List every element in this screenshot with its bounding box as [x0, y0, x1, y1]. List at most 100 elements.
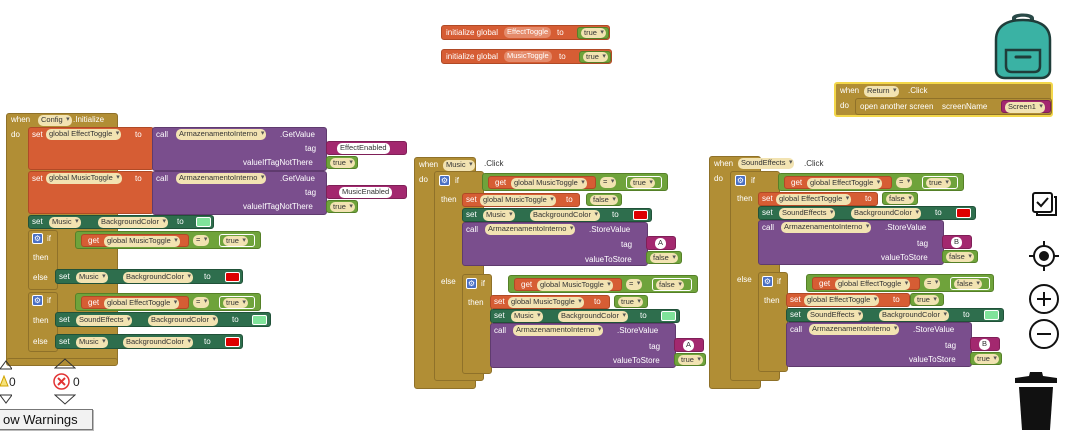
variable-dropdown[interactable]: global MusicToggle — [46, 173, 122, 184]
warning-up-arrow-icon[interactable] — [0, 358, 12, 370]
true-dropdown[interactable]: true — [581, 28, 606, 38]
component-dropdown[interactable]: Music — [76, 272, 108, 283]
operator-dropdown[interactable]: = — [600, 177, 617, 188]
text-value[interactable]: B — [951, 237, 963, 248]
store-component-dropdown[interactable]: ArmazenamentoInterno — [176, 173, 267, 184]
text-value[interactable]: B — [979, 339, 991, 350]
compare-block[interactable]: get global MusicToggle = true — [482, 173, 668, 191]
target-icon[interactable] — [1028, 240, 1060, 272]
set-global-effecttoggle[interactable]: set global EffectToggle to — [758, 192, 878, 206]
text-b[interactable]: B — [970, 337, 1000, 351]
set-sfx-bgcolor[interactable]: set SoundEffects BackgroundColor to — [786, 308, 1004, 322]
get-block[interactable]: get global MusicToggle — [488, 176, 596, 189]
variable-dropdown[interactable]: global MusicToggle — [537, 280, 613, 291]
gear-icon[interactable]: ⚙ — [735, 175, 746, 186]
false-block[interactable]: false — [646, 251, 682, 264]
store-component-dropdown[interactable]: ArmazenamentoInterno — [176, 129, 267, 140]
variable-dropdown[interactable]: global MusicToggle — [480, 195, 556, 206]
text-a[interactable]: A — [646, 236, 676, 250]
true-dropdown[interactable]: true — [583, 52, 608, 62]
component-dropdown[interactable]: Music — [49, 217, 81, 228]
false-dropdown[interactable]: false — [656, 280, 684, 290]
component-dropdown[interactable]: SoundEffects — [738, 158, 795, 169]
toggle-warnings-button[interactable]: ow Warnings — [0, 409, 93, 430]
false-dropdown[interactable]: false — [590, 195, 618, 205]
component-dropdown[interactable]: Return — [864, 86, 899, 97]
variable-dropdown[interactable]: global EffectToggle — [835, 279, 911, 290]
store-component-dropdown[interactable]: ArmazenamentoInterno — [781, 222, 872, 233]
compare-block[interactable]: get global MusicToggle = false — [508, 275, 698, 293]
false-block[interactable]: false — [882, 192, 918, 205]
init-global-effecttoggle[interactable]: initialize global EffectToggle to true — [441, 25, 610, 40]
screen-text-block[interactable]: Screen1 — [1001, 100, 1051, 113]
error-up-arrow-icon[interactable] — [54, 357, 76, 369]
property-dropdown[interactable]: BackgroundColor — [123, 337, 193, 348]
call-getvalue-1[interactable]: call ArmazenamentoInterno .GetValue tag … — [152, 127, 327, 171]
true-block[interactable]: true — [674, 353, 706, 366]
call-getvalue-2[interactable]: call ArmazenamentoInterno .GetValue tag … — [152, 171, 327, 215]
color-swatch[interactable] — [225, 337, 240, 347]
true-dropdown[interactable]: true — [330, 202, 355, 212]
global-name-field[interactable]: EffectToggle — [504, 27, 552, 38]
component-dropdown[interactable]: SoundEffects — [779, 208, 836, 219]
true-block[interactable]: true — [614, 295, 648, 308]
text-value[interactable]: A — [655, 238, 667, 249]
variable-dropdown[interactable]: global EffectToggle — [104, 298, 180, 309]
operator-dropdown[interactable]: = — [193, 297, 210, 308]
gear-icon[interactable]: ⚙ — [32, 295, 43, 306]
return-click-event[interactable]: when Return .Click do open another scree… — [834, 82, 1053, 117]
zoom-out-icon[interactable] — [1028, 318, 1060, 350]
true-block[interactable]: true — [626, 176, 662, 189]
false-block[interactable]: false — [950, 277, 990, 290]
set-global-musictoggle[interactable]: set global MusicToggle to — [462, 193, 580, 207]
get-block[interactable]: get global EffectToggle — [784, 176, 892, 189]
zoom-in-icon[interactable] — [1028, 283, 1060, 315]
set-global-musictoggle[interactable]: set global MusicToggle to — [490, 295, 610, 309]
variable-dropdown[interactable]: global EffectToggle — [46, 129, 122, 140]
color-swatch[interactable] — [196, 217, 211, 227]
true-dropdown[interactable]: true — [678, 355, 703, 365]
property-dropdown[interactable]: BackgroundColor — [530, 210, 600, 221]
get-block[interactable]: get global EffectToggle — [81, 296, 189, 309]
if-block-2[interactable]: ⚙ if then else — [28, 292, 58, 352]
true-block[interactable]: true — [970, 352, 1002, 365]
gear-icon[interactable]: ⚙ — [466, 278, 477, 289]
screen-dropdown[interactable]: Screen1 — [1005, 102, 1045, 113]
text-b[interactable]: B — [942, 235, 972, 249]
false-dropdown[interactable]: false — [954, 279, 982, 289]
gear-icon[interactable]: ⚙ — [762, 276, 773, 287]
set-global-effecttoggle[interactable]: set global EffectToggle to — [786, 293, 910, 307]
true-block[interactable]: true — [326, 156, 358, 169]
store-component-dropdown[interactable]: ArmazenamentoInterno — [485, 224, 576, 235]
variable-dropdown[interactable]: global MusicToggle — [511, 178, 587, 189]
true-dropdown[interactable]: true — [926, 178, 951, 188]
true-block[interactable]: true — [219, 234, 255, 247]
error-down-arrow-icon[interactable] — [54, 394, 76, 406]
component-dropdown[interactable]: Music — [76, 337, 108, 348]
property-dropdown[interactable]: BackgroundColor — [879, 310, 949, 321]
true-dropdown[interactable]: true — [223, 298, 248, 308]
component-dropdown[interactable]: SoundEffects — [807, 310, 864, 321]
variable-dropdown[interactable]: global MusicToggle — [508, 297, 584, 308]
true-dropdown[interactable]: true — [914, 295, 939, 305]
true-dropdown[interactable]: true — [974, 354, 999, 364]
true-dropdown[interactable]: true — [630, 178, 655, 188]
backpack-icon[interactable] — [988, 10, 1058, 80]
variable-dropdown[interactable]: global EffectToggle — [804, 295, 880, 306]
set-music-bgcolor-else[interactable]: set Music BackgroundColor to — [55, 269, 243, 284]
operator-dropdown[interactable]: = — [626, 279, 643, 290]
compare-block[interactable]: get global EffectToggle = true — [75, 293, 261, 311]
true-block[interactable]: true — [910, 293, 944, 306]
warning-down-arrow-icon[interactable] — [0, 394, 12, 406]
if-block-1[interactable]: ⚙ if then else — [28, 230, 58, 290]
get-block[interactable]: get global EffectToggle — [812, 277, 920, 290]
variable-dropdown[interactable]: global EffectToggle — [776, 194, 852, 205]
call-storevalue-b[interactable]: call ArmazenamentoInterno .StoreValue ta… — [758, 220, 944, 265]
trash-icon[interactable] — [1012, 370, 1060, 432]
false-block[interactable]: false — [652, 278, 692, 291]
operator-dropdown[interactable]: = — [924, 278, 941, 289]
store-component-dropdown[interactable]: ArmazenamentoInterno — [513, 325, 604, 336]
true-block[interactable]: true — [577, 27, 609, 39]
get-block[interactable]: get global MusicToggle — [81, 234, 189, 247]
true-block[interactable]: true — [326, 200, 358, 213]
